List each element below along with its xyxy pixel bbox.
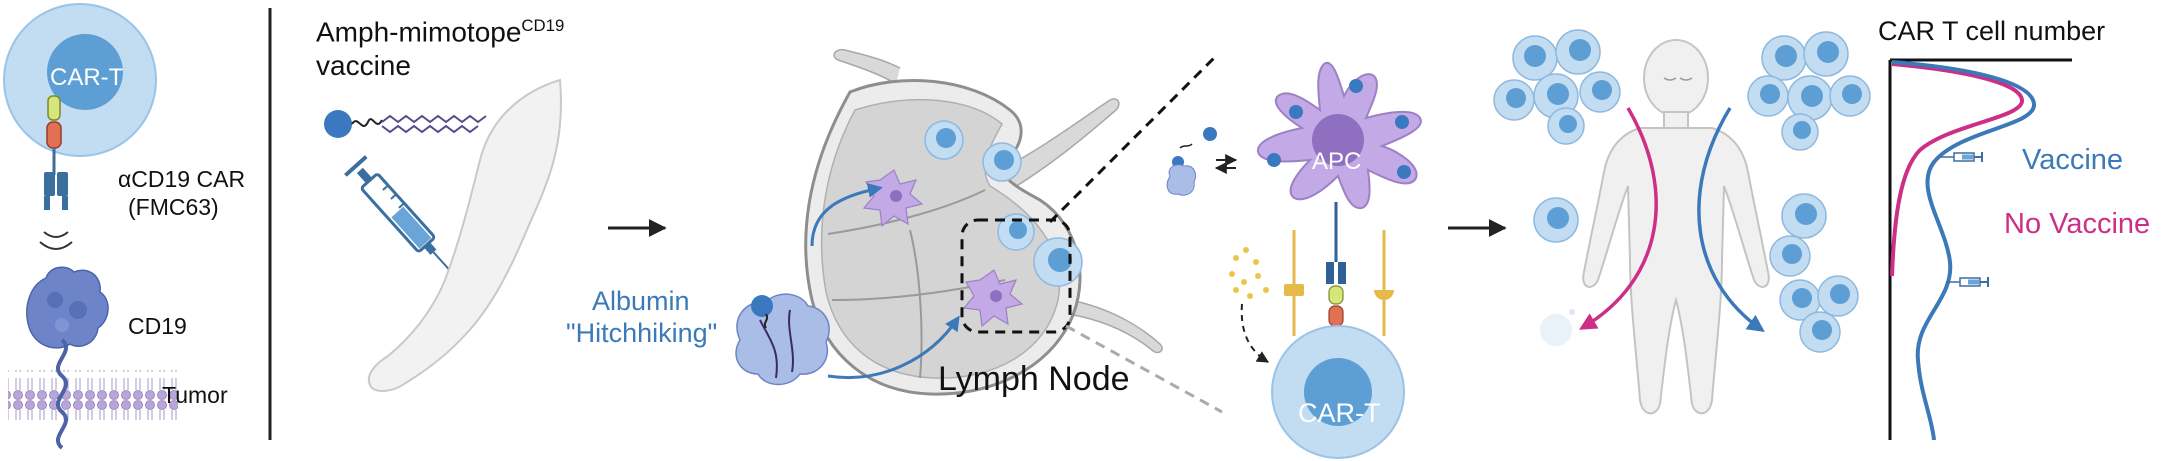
apc-label: APC — [1312, 148, 1362, 175]
car-construct — [44, 95, 68, 210]
pink-arrow — [1578, 107, 1658, 330]
hitchhiking-arrow-2 — [827, 315, 960, 379]
plot-title: CAR T cell number — [1878, 16, 2106, 46]
car-t-nucleus — [47, 34, 123, 110]
body-panel — [1493, 29, 1871, 415]
cart-cell-mid-left — [1533, 197, 1579, 243]
car-label-line2: (FMC63) — [128, 194, 219, 220]
syringe-icon — [344, 155, 463, 285]
cd19-protein — [26, 266, 109, 349]
left-panel — [3, 3, 178, 450]
cd19-label: CD19 — [128, 313, 187, 339]
car-t-plot — [1888, 58, 2072, 441]
tumor-label: Tumor — [162, 382, 228, 408]
lymph-node-label: Lymph Node — [938, 360, 1130, 398]
cart-cluster-top-left — [1493, 29, 1621, 145]
zoom-box — [960, 218, 1072, 334]
vaccine-curve — [1891, 60, 2036, 441]
vaccine-title-main: Amph-mimotope — [316, 16, 522, 48]
no-vaccine-curve — [1890, 62, 2024, 277]
car-t-apc-label: CAR-T — [1298, 398, 1381, 428]
albumin-label-line1: Albumin — [592, 286, 690, 316]
cart-cluster-mid-right — [1769, 193, 1827, 277]
vaccine-legend-label: Vaccine — [2022, 144, 2124, 176]
vaccine-title-line2: vaccine — [316, 50, 411, 81]
syringe-marker-2 — [1946, 277, 1989, 287]
syringe-marker-1 — [1940, 152, 1983, 162]
albumin-label-line2: "Hitchhiking" — [566, 318, 718, 348]
vaccine-panel — [324, 78, 667, 392]
hitchhiking-arrow-1 — [810, 183, 883, 247]
cytokine-dots — [1229, 247, 1269, 299]
apc-nucleus — [1312, 114, 1364, 166]
cart-cluster-top-right — [1747, 31, 1871, 151]
cart-cluster-bottom-right — [1779, 275, 1859, 353]
tumor-membrane — [8, 370, 178, 420]
cd19-helix — [56, 338, 68, 450]
lymph-node-panel — [735, 48, 1223, 414]
apc-panel — [1166, 61, 1507, 459]
car-label-line1: αCD19 CAR — [118, 166, 246, 192]
amph-mimotope-molecule — [324, 110, 487, 138]
vaccine-title-sup: CD19 — [521, 16, 565, 35]
faded-cell — [1540, 309, 1575, 346]
albumin-protein — [735, 293, 830, 386]
car-t-cell-label: CAR-T — [50, 64, 124, 91]
vaccine-title: Amph-mimotopeCD19 — [316, 16, 564, 48]
zoom-line-top — [1048, 52, 1220, 224]
blue-arrow — [1697, 107, 1765, 332]
arm-illustration — [367, 78, 562, 392]
zoom-line-bottom — [1065, 324, 1223, 414]
no-vaccine-legend-label: No Vaccine — [2004, 208, 2151, 240]
